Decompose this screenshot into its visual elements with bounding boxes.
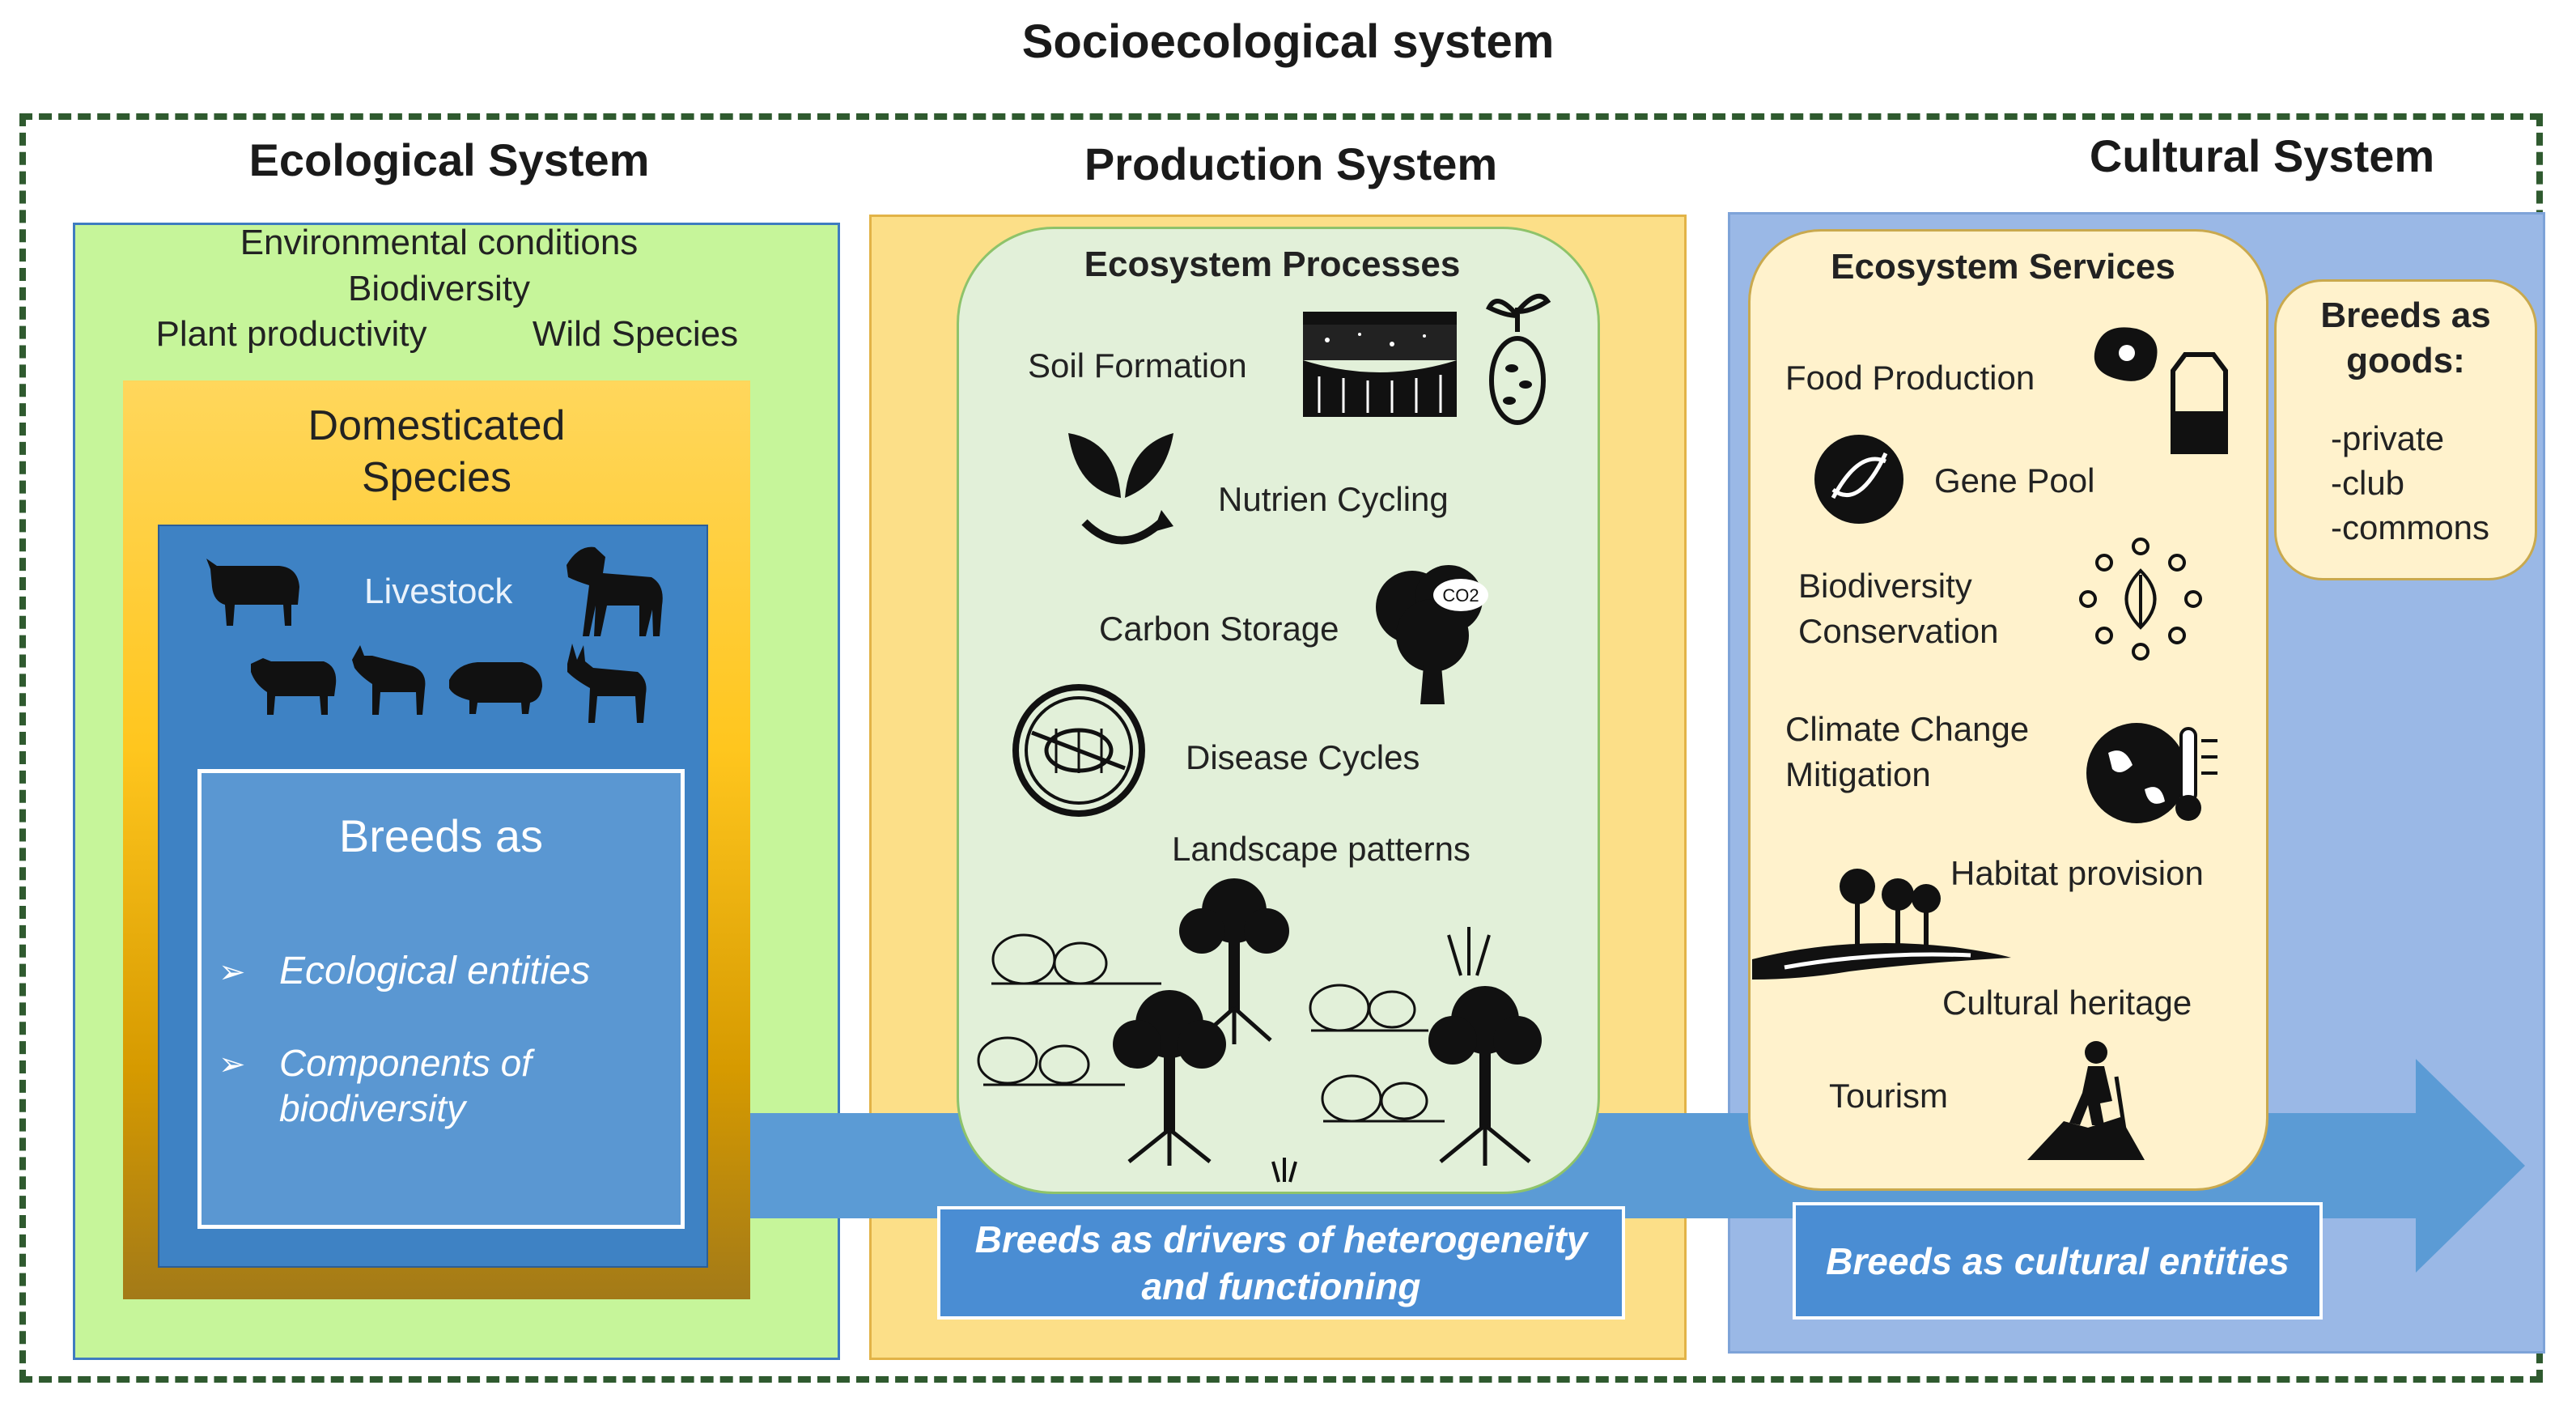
diagram-title: Socioecological system [1021, 15, 1555, 68]
ecosystem-processes-title: Ecosystem Processes [1084, 244, 1461, 284]
climate-change-line1: Climate Change [1785, 710, 2030, 748]
landscape-patterns-label: Landscape patterns [1172, 830, 1470, 868]
shrub-icon [1321, 1074, 1445, 1123]
bullet-marker-1: ➢ [219, 954, 246, 990]
disease-virus-icon [1012, 684, 1145, 817]
tourism-label: Tourism [1829, 1077, 1949, 1115]
donkey-icon [567, 644, 647, 723]
leaf-cycle-icon [2079, 538, 2202, 661]
cultural-banner-text: Breeds as cultural entities [1826, 1239, 2290, 1282]
meat-milk-icon [2094, 327, 2228, 454]
habitat-provision-label: Habitat provision [1950, 854, 2204, 892]
bullet-components-line1: Components of [279, 1042, 532, 1084]
sheep-icon [251, 658, 337, 715]
tree-icon [1179, 878, 1289, 1044]
grass-icon [1271, 927, 1491, 1183]
cultural-system-title: Cultural System [2089, 130, 2435, 181]
flow-arrow-shape [684, 1059, 2525, 1273]
domesticated-label-line2: Species [362, 454, 511, 501]
bullet-ecological-entities: Ecological entities [279, 950, 591, 992]
nutrient-cycle-icon [1068, 433, 1173, 545]
carbon-storage-label: Carbon Storage [1099, 610, 1339, 648]
goods-private: -private [2331, 419, 2445, 457]
breeds-as-box [197, 769, 685, 1229]
pig-icon [449, 662, 542, 714]
ecosystem-services-title: Ecosystem Services [1831, 247, 2175, 287]
production-system-title: Production System [1084, 138, 1498, 189]
biodiversity-conservation-line2: Conservation [1798, 612, 1999, 650]
goods-title-line1: Breeds as [2320, 295, 2491, 335]
production-banner-line2: and functioning [1141, 1265, 1421, 1307]
food-production-label: Food Production [1785, 359, 2035, 397]
cultural-banner: Breeds as cultural entities [1793, 1202, 2323, 1320]
nutrient-cycling-label: Nutrien Cycling [1218, 480, 1449, 518]
shrub-icon [991, 933, 1161, 985]
biodiversity-label: Biodiversity [348, 269, 530, 308]
bullet-marker-2: ➢ [219, 1047, 246, 1082]
production-banner-line1: Breeds as drivers of heterogeneity [974, 1218, 1588, 1260]
climate-change-line2: Mitigation [1785, 755, 1931, 793]
soil-formation-label: Soil Formation [1028, 346, 1247, 385]
goat-icon [352, 645, 426, 715]
co2-tree-icon: CO2 [1376, 565, 1488, 704]
cow-icon [206, 559, 299, 626]
cultural-heritage-label: Cultural heritage [1942, 984, 2192, 1022]
wild-species-label: Wild Species [532, 314, 739, 354]
hiker-icon [2027, 1041, 2145, 1160]
soil-layers-icon [1303, 312, 1457, 417]
ecological-system-title: Ecological System [248, 134, 650, 185]
breeds-as-title: Breeds as [338, 810, 544, 861]
gene-pool-label: Gene Pool [1934, 461, 2095, 499]
landscape-illustration [977, 878, 1542, 1183]
goods-commons: -commons [2331, 508, 2490, 546]
disease-cycles-label: Disease Cycles [1186, 738, 1420, 776]
biodiversity-conservation-line1: Biodiversity [1798, 567, 1972, 605]
goods-title-line2: goods: [2346, 341, 2465, 380]
habitat-icon [1752, 869, 2011, 980]
horse-icon [567, 546, 663, 636]
shrub-icon [1309, 984, 1428, 1032]
goods-club: -club [2331, 464, 2405, 502]
tree-icon [1428, 986, 1542, 1166]
bullet-components-line2: biodiversity [279, 1087, 466, 1129]
livestock-label: Livestock [364, 572, 513, 611]
shrub-icon [977, 1036, 1125, 1086]
globe-thermometer-icon [2086, 723, 2217, 823]
plant-productivity-label: Plant productivity [155, 314, 427, 354]
domesticated-label-line1: Domesticated [308, 402, 566, 449]
co2-text: CO2 [1442, 585, 1479, 606]
breeds-as-goods-box [2274, 279, 2537, 580]
ecosystem-services-box [1748, 229, 2268, 1191]
production-banner: Breeds as drivers of heterogeneity and f… [937, 1206, 1625, 1320]
env-conditions-label: Environmental conditions [240, 223, 639, 262]
tree-icon [1113, 990, 1226, 1166]
dna-icon [1814, 435, 1903, 524]
seedling-icon [1485, 293, 1551, 425]
